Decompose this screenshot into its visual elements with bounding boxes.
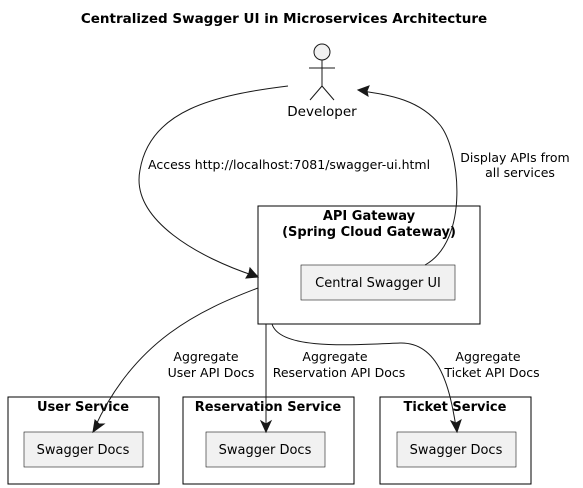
edge-reservation-label-line1: Aggregate <box>302 349 367 364</box>
actor-label: Developer <box>287 104 357 120</box>
edge-user: Aggregate User API Docs <box>92 287 259 434</box>
edge-access: Access http://localhost:7081/swagger-ui.… <box>138 85 430 279</box>
reservation-swagger-docs-component <box>205 431 326 468</box>
edge-user-line <box>94 287 259 428</box>
api-gateway-subtitle: (Spring Cloud Gateway) <box>282 225 456 240</box>
api-gateway-package: API Gateway (Spring Cloud Gateway) Centr… <box>257 205 481 325</box>
edge-user-label-line2: User API Docs <box>168 365 255 380</box>
edge-display: Display APIs from all services <box>356 85 570 266</box>
diagram-title: Centralized Swagger UI in Microservices … <box>81 11 487 27</box>
ticket-service-title: Ticket Service <box>404 400 507 415</box>
actor-right-leg <box>321 85 335 101</box>
user-service-package: User Service Swagger Docs <box>7 396 160 485</box>
actor-head <box>313 43 331 61</box>
reservation-service-title: Reservation Service <box>195 400 342 415</box>
edge-user-label-line1: Aggregate <box>173 349 238 364</box>
edge-access-label: Access http://localhost:7081/swagger-ui.… <box>148 157 430 172</box>
ticket-swagger-docs-component <box>396 431 517 468</box>
user-service-title: User Service <box>37 400 129 415</box>
edge-reservation-arrowhead <box>259 419 273 434</box>
edge-display-arrowhead <box>356 85 370 98</box>
api-gateway-title: API Gateway <box>323 209 416 224</box>
edge-ticket-label-line2: Ticket API Docs <box>443 365 539 380</box>
edge-access-arrowhead <box>245 266 260 279</box>
developer-actor: Developer <box>287 43 357 120</box>
actor-left-leg <box>309 85 323 101</box>
central-swagger-ui-component <box>300 264 456 301</box>
edge-access-line <box>138 85 289 277</box>
ticket-service-package: Ticket Service Swagger Docs <box>379 396 532 485</box>
ticket-swagger-docs-label: Swagger Docs <box>410 443 503 458</box>
edge-ticket-line <box>271 323 457 428</box>
edge-ticket-label-line1: Aggregate <box>455 349 520 364</box>
user-swagger-docs-label: Swagger Docs <box>37 443 130 458</box>
reservation-service-package: Reservation Service Swagger Docs <box>182 396 355 485</box>
edge-display-line <box>361 90 458 266</box>
edge-reservation: Aggregate Reservation API Docs <box>259 324 406 434</box>
edge-ticket-arrowhead <box>449 418 462 434</box>
reservation-swagger-docs-label: Swagger Docs <box>219 443 312 458</box>
edge-ticket: Aggregate Ticket API Docs <box>271 323 540 434</box>
edge-display-label-line1: Display APIs from <box>460 150 569 165</box>
edge-user-arrowhead <box>92 418 106 434</box>
edge-reservation-label-line2: Reservation API Docs <box>273 365 406 380</box>
user-swagger-docs-component <box>23 431 144 468</box>
edge-display-label-line2: all services <box>485 165 555 180</box>
central-swagger-ui-label: Central Swagger UI <box>315 276 441 291</box>
